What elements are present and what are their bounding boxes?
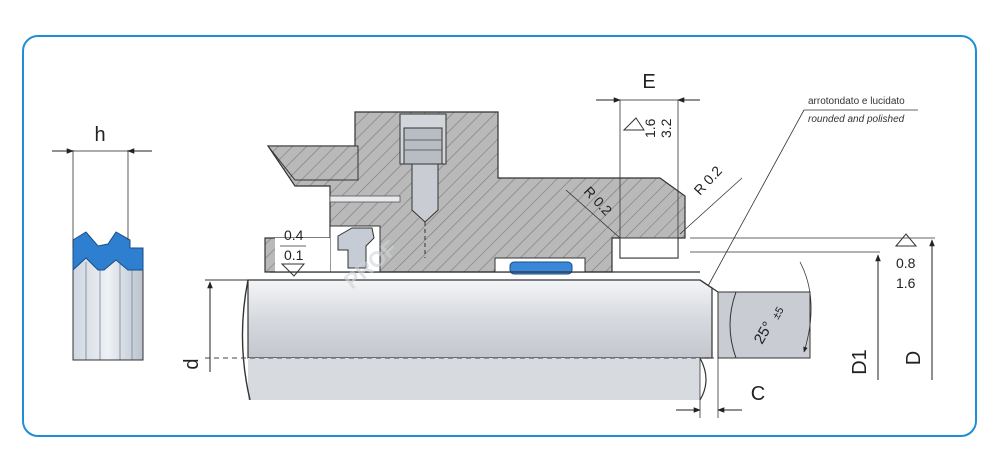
rough-groove-top: 0.4 — [284, 227, 304, 243]
guide-ring — [509, 261, 573, 275]
dim-d1-label: D1 — [849, 349, 871, 375]
rough-bore-top: 0.8 — [896, 255, 916, 271]
dim-d-small-label: d — [181, 358, 203, 369]
surface-note: arrotondato e lucidato rounded and polis… — [707, 96, 918, 287]
rough-e-top: 1.6 — [642, 118, 658, 138]
dim-d-label: D — [903, 351, 925, 365]
dim-c: C — [676, 358, 765, 418]
dim-e-label: E — [642, 71, 655, 93]
seal-side-view: h — [52, 124, 152, 361]
dim-h-label: h — [94, 124, 105, 146]
dim-e: E — [596, 71, 700, 238]
seal-lip-profile — [72, 231, 144, 272]
note-italian: arrotondato e lucidato — [808, 96, 905, 107]
rod-seal — [337, 227, 375, 269]
radius-right-label: R 0.2 — [690, 163, 725, 199]
rough-bore-bottom: 1.6 — [896, 275, 916, 291]
dim-d1-d: D1 D — [690, 237, 935, 380]
note-english: rounded and polished — [808, 114, 905, 125]
rough-e-bottom: 3.2 — [658, 118, 674, 138]
dim-c-label: C — [751, 383, 765, 405]
roughness-e: 1.6 3.2 — [622, 117, 674, 138]
housing — [264, 111, 700, 275]
rod-chamfer-tool — [699, 279, 811, 359]
roughness-groove: 0.4 0.1 — [280, 227, 306, 277]
roughness-bore: 0.8 1.6 — [894, 233, 918, 291]
angle-tolerance: ±5 — [770, 305, 786, 322]
rod — [205, 279, 805, 401]
rough-groove-bottom: 0.1 — [284, 247, 304, 263]
dim-d: d — [181, 281, 213, 372]
